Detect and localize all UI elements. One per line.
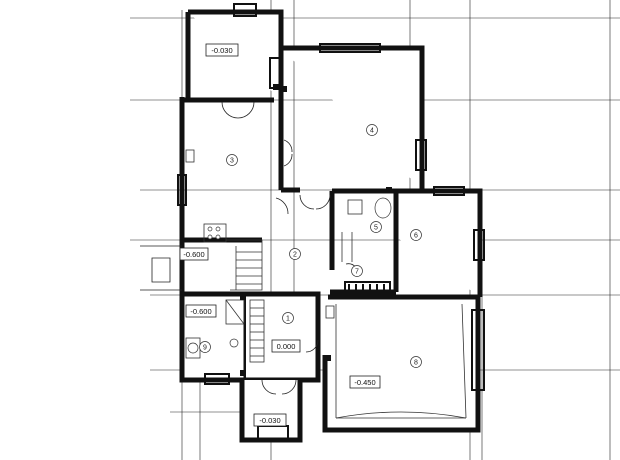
doors [140, 101, 359, 395]
level-room-1-box [271, 339, 301, 353]
room-3-number: 3 [230, 158, 234, 165]
room-1-marker [282, 312, 294, 324]
room-5-number: 5 [374, 225, 378, 232]
room-4-marker [366, 124, 378, 136]
room-9-marker [199, 341, 211, 353]
room-9-number: 9 [203, 345, 207, 352]
level-top-porch-box [205, 43, 239, 57]
level-room-1-value: 0.000 [277, 342, 296, 351]
level-stair-landing-value: -0.600 [183, 250, 204, 259]
room-3-marker [226, 154, 238, 166]
fixtures [185, 149, 467, 419]
room-5-marker [370, 221, 382, 233]
room-1-number: 1 [286, 316, 290, 323]
level-marks: -0.030 -0.600 -0.600 0.000 -0.450 -0.030 [179, 43, 381, 427]
level-bottom-porch-box [253, 413, 287, 427]
room-2-number: 2 [293, 252, 297, 259]
level-top-porch-value: -0.030 [211, 46, 232, 55]
level-bottom-porch-value: -0.030 [259, 416, 280, 425]
room-7-marker [351, 265, 363, 277]
level-room-8-box [349, 375, 381, 389]
room-8-marker [410, 356, 422, 368]
room-6-number: 6 [414, 233, 418, 240]
level-room-8-value: -0.450 [354, 378, 375, 387]
room-6-marker [410, 229, 422, 241]
level-stair-landing-box [179, 247, 209, 261]
column-markers [240, 84, 392, 376]
level-room-9-box [185, 304, 217, 318]
room-2-marker [289, 248, 301, 260]
room-7-number: 7 [355, 269, 359, 276]
room-8-number: 8 [414, 360, 418, 367]
room-4-number: 4 [370, 128, 374, 135]
level-room-9-value: -0.600 [190, 307, 211, 316]
staircase [226, 239, 265, 363]
walls [179, 9, 483, 443]
room-labels: 1 2 3 4 5 6 7 8 9 [199, 124, 422, 368]
